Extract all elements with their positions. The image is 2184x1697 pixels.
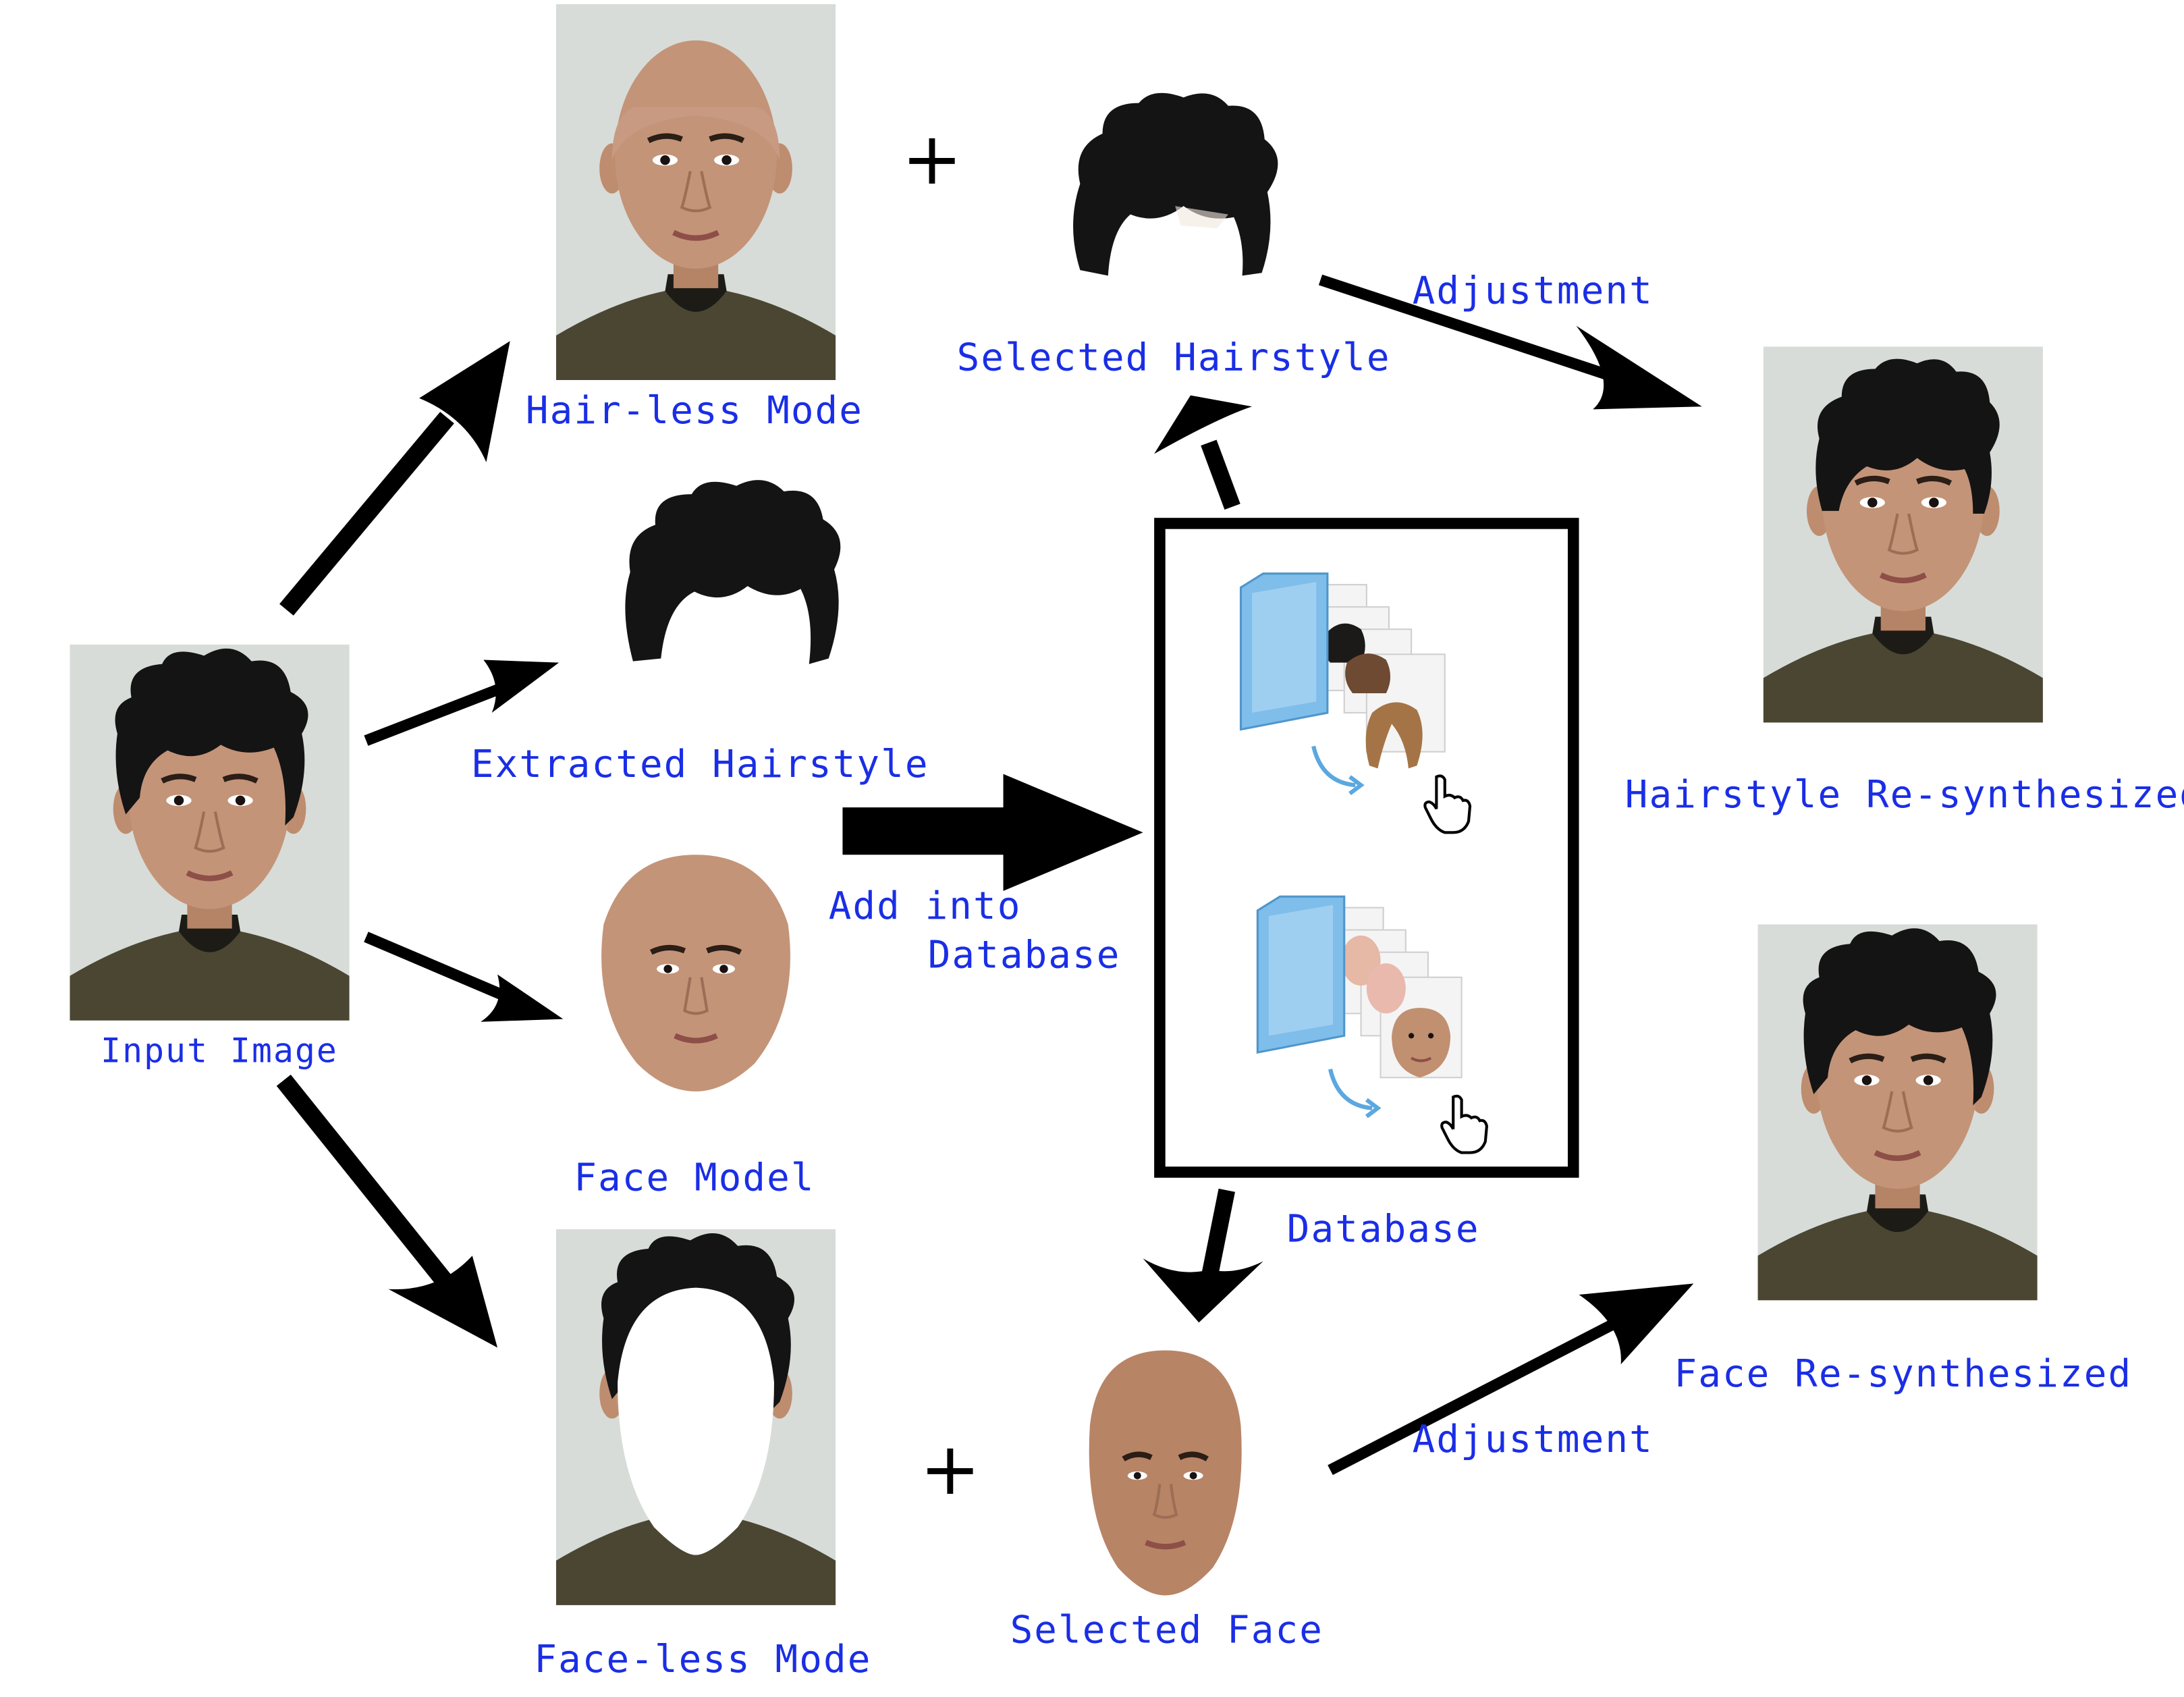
selected-hairstyle-image xyxy=(1073,92,1278,276)
selected-face-image xyxy=(1089,1350,1242,1596)
input-image-label: Input Image xyxy=(101,1031,338,1071)
input-image-photo xyxy=(70,645,350,1021)
hairstyle-resynthesized-photo xyxy=(1764,347,2043,723)
arrow-to-extracted xyxy=(364,676,520,746)
extracted-hairstyle-label: Extracted Hairstyle xyxy=(471,743,929,786)
hairless-mode-photo xyxy=(556,4,836,380)
face-folder-icon xyxy=(1256,895,1463,1119)
arrow-to-hairless xyxy=(279,412,454,616)
database-label: Database xyxy=(1287,1208,1480,1251)
face-model-label: Face Model xyxy=(574,1156,815,1200)
database-box xyxy=(1154,518,1579,1178)
arrow-db-to-selected-face xyxy=(1201,1188,1235,1276)
arrow-add-into-database xyxy=(842,774,1143,891)
plus-sign-bottom: + xyxy=(920,1427,981,1511)
selected-face-label: Selected Face xyxy=(1010,1609,1323,1652)
arrow-to-face-model xyxy=(364,932,522,1008)
arrow-to-hairstyle-resynth xyxy=(1318,274,1651,394)
adjustment-top-label: Adjustment xyxy=(1413,269,1654,313)
add-into-database-label: Database xyxy=(928,933,1121,977)
face-model-image xyxy=(601,855,791,1092)
selected-hairstyle-label: Selected Hairstyle xyxy=(957,336,1391,380)
adjustment-bottom-label: Adjustment xyxy=(1413,1418,1654,1461)
face-resynthesized-label: Face Re-synthesized xyxy=(1674,1352,2133,1396)
add-into-label: Add into xyxy=(829,884,1022,928)
hairless-mode-label: Hair-less Mode xyxy=(526,389,863,433)
hairstyle-resynthesized-label: Hairstyle Re-synthesized xyxy=(1625,773,2184,817)
plus-sign-top: + xyxy=(902,117,962,201)
hairstyle-folder-icon xyxy=(1239,572,1446,796)
arrows xyxy=(276,274,1702,1476)
face-resynthesized-photo xyxy=(1758,924,2038,1300)
faceless-mode-photo xyxy=(556,1229,836,1605)
arrow-db-to-selected-hairstyle xyxy=(1201,439,1240,510)
arrow-to-face-resynth xyxy=(1328,1301,1651,1476)
arrow-to-faceless xyxy=(276,1075,452,1287)
faceless-mode-label: Face-less Mode xyxy=(534,1638,871,1681)
extracted-hairstyle-image xyxy=(625,480,841,664)
